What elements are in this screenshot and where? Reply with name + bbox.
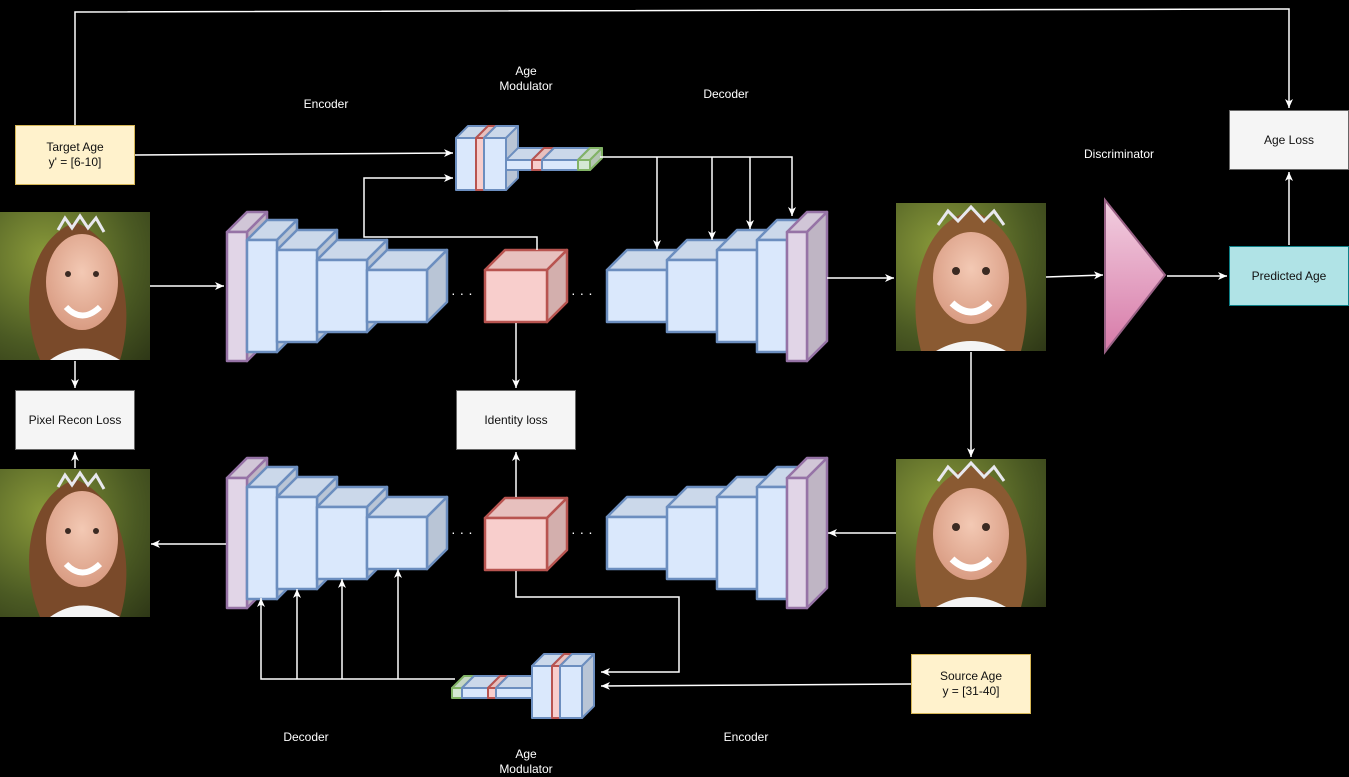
connectors [71, 8, 1293, 690]
identity-loss-box: Identity loss [456, 390, 576, 450]
adult-input-photo [0, 212, 150, 360]
network-blocks [225, 125, 829, 719]
target-age-box: Target Age y' = [6-10] [15, 125, 135, 185]
age-modulator-bottom-label: Age Modulator [499, 747, 553, 776]
age-modulator-top-label: Age Modulator [499, 64, 553, 93]
child-output-photo [896, 203, 1046, 351]
ellipsis-top-left: · · · [451, 285, 473, 301]
modulator-bottom-block-7 [559, 653, 595, 719]
arrow-bottom-bottleneck-to-modulator [515, 571, 680, 676]
encoder-top-label: Encoder [303, 97, 349, 111]
predicted-age-box: Predicted Age [1229, 246, 1349, 306]
arrow-target-to-modulator [134, 149, 454, 158]
ellipsis-top-right: · · · [571, 285, 593, 301]
discriminator-triangle [1104, 197, 1167, 355]
decoder-top-label: Decoder [703, 87, 749, 101]
decoder-top-layer-5 [785, 210, 829, 363]
arrow-modulator-to-decoder [600, 156, 796, 216]
arrow-bottleneck-to-modulator [363, 174, 538, 250]
arrow-output-to-discriminator [1045, 271, 1104, 280]
ellipsis-bottom-right: · · · [571, 524, 593, 540]
source-age-box: Source Age y = [31-40] [911, 654, 1031, 714]
decoder-bottom-label: Decoder [283, 730, 329, 744]
ellipsis-bottom-left: · · · [451, 524, 473, 540]
age-loss-box: Age Loss [1229, 110, 1349, 170]
encoder-bottom-layer-5 [785, 456, 829, 610]
arrow-modulator-to-bottom-decoder [257, 598, 455, 680]
bottleneck-bottom [483, 496, 569, 572]
discriminator-label: Discriminator [1083, 147, 1154, 161]
adult-recon-photo [0, 469, 150, 617]
encoder-bottom-label: Encoder [723, 730, 769, 744]
pixel-recon-loss-box: Pixel Recon Loss [15, 390, 135, 450]
arrow-source-to-modulator [600, 681, 912, 690]
modulator-top-block-7 [577, 147, 603, 171]
encoder-top-layer-5 [365, 248, 449, 324]
decoder-bottom-layer-5 [365, 495, 449, 571]
child-input-photo [896, 459, 1046, 607]
arrow-target-to-age-loss [74, 8, 1293, 125]
bottleneck-top [483, 248, 569, 324]
